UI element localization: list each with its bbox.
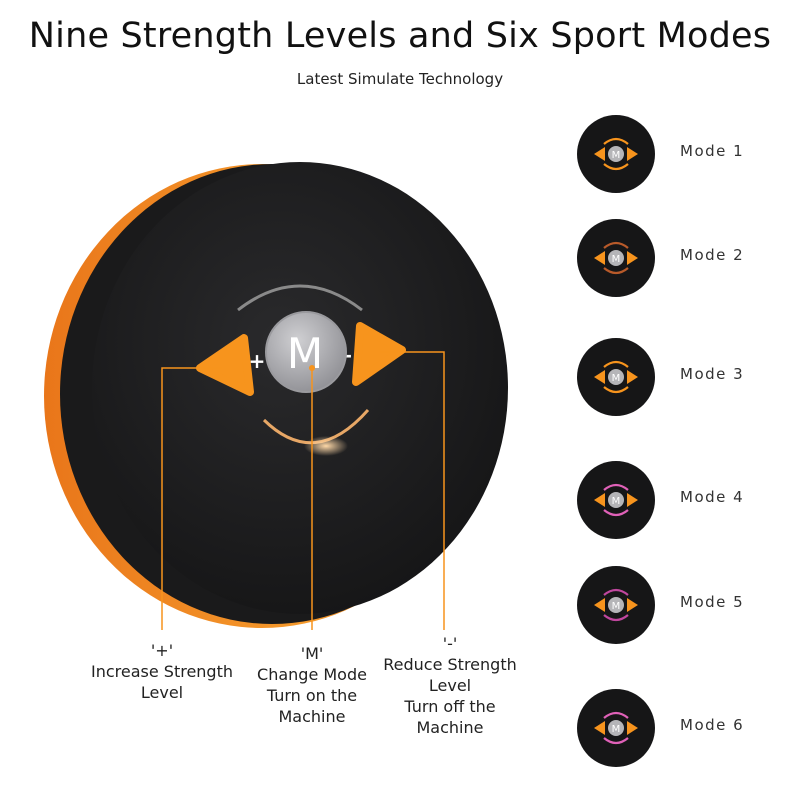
mode-label: Mode 6 — [680, 716, 745, 734]
svg-text:M: M — [612, 601, 621, 612]
svg-text:M: M — [612, 373, 621, 384]
caption-line: Machine — [278, 707, 346, 726]
mode-disc-icon: M — [577, 461, 655, 539]
minus-callout-line — [380, 351, 445, 630]
mode-item: M Mode 4 — [576, 460, 786, 540]
mode-item: M Mode 3 — [576, 337, 786, 417]
plus-caption: '+' Increase Strength Level — [72, 640, 252, 703]
m-caption: 'M' Change Mode Turn on the Machine — [232, 643, 392, 727]
minus-caption: '-' Reduce Strength Level Turn off the M… — [370, 633, 530, 738]
device-upper-arc — [237, 284, 363, 312]
caption-line: 'M' — [300, 644, 324, 663]
minus-button[interactable] — [352, 322, 406, 386]
mode-disc-icon: M — [577, 115, 655, 193]
mode-label: Mode 4 — [680, 488, 745, 506]
caption-line: Turn off the — [404, 697, 496, 716]
caption-line: Increase Strength — [90, 662, 233, 681]
caption-line: '+' — [150, 641, 174, 660]
svg-text:M: M — [612, 254, 621, 265]
mode-item: M Mode 5 — [576, 565, 786, 645]
minus-symbol: – — [342, 343, 352, 367]
page-title: Nine Strength Levels and Six Sport Modes — [28, 16, 772, 56]
caption-line: Reduce Strength — [383, 655, 517, 674]
caption-line: Change Mode — [257, 665, 367, 684]
svg-text:M: M — [612, 496, 621, 507]
caption-line: Turn on the — [266, 686, 358, 705]
svg-text:M: M — [612, 724, 621, 735]
mode-item: M Mode 1 — [576, 114, 786, 194]
plus-button[interactable] — [196, 334, 254, 396]
plus-symbol: + — [249, 349, 266, 373]
svg-text:M: M — [612, 150, 621, 161]
mode-label: Mode 1 — [680, 142, 745, 160]
mode-disc-icon: M — [577, 219, 655, 297]
mode-disc-icon: M — [577, 338, 655, 416]
mode-item: M Mode 6 — [576, 688, 786, 768]
m-callout-dot — [309, 365, 315, 371]
mode-item: M Mode 2 — [576, 218, 786, 298]
m-button[interactable] — [265, 311, 347, 393]
mode-disc-icon: M — [577, 689, 655, 767]
device-glow — [304, 436, 348, 456]
caption-line: Level — [428, 676, 472, 695]
caption-line: Level — [140, 683, 184, 702]
page-subtitle: Latest Simulate Technology — [296, 70, 504, 88]
caption-line: Machine — [416, 718, 484, 737]
m-button-letter: M — [287, 329, 323, 378]
plus-callout-line — [161, 367, 222, 630]
mode-disc-icon: M — [577, 566, 655, 644]
caption-line: '-' — [442, 634, 458, 653]
mode-label: Mode 5 — [680, 593, 745, 611]
mode-label: Mode 2 — [680, 246, 745, 264]
mode-label: Mode 3 — [680, 365, 745, 383]
